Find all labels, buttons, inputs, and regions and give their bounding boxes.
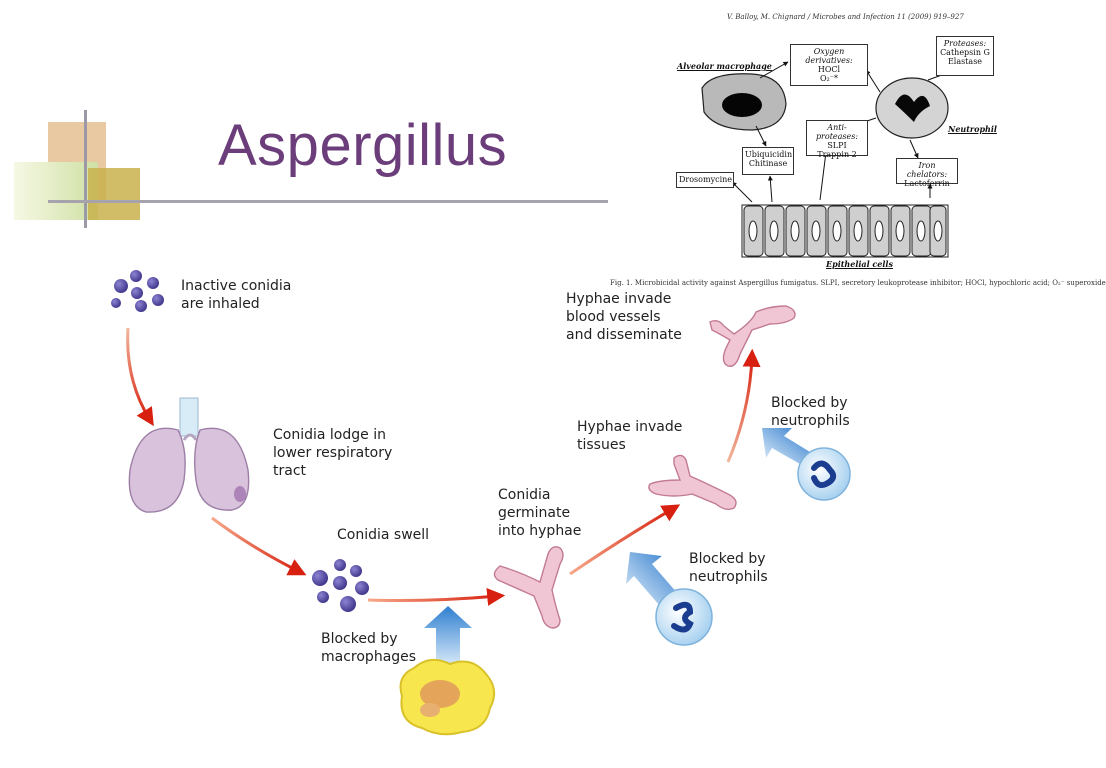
anti-proteases-box: Anti-proteases: SLPI Trappin 2 [806, 120, 868, 159]
swollen-conidia [312, 559, 369, 612]
step-lodge-label: Conidia lodge in lower respiratory tract [273, 427, 393, 479]
arrow-lung-to-swell [211, 516, 307, 576]
anti-proteases-line-1: SLPI [827, 141, 847, 150]
step-inhaled-label: Inactive conidia are inhaled [181, 278, 292, 312]
step-swell-label: Conidia swell [337, 527, 430, 543]
oxygen-derivatives-head: Oxygen derivatives: [805, 47, 853, 65]
oxygen-derivatives-line-1: HOCl [817, 65, 841, 74]
block-neutrophils-2-label: Blocked by neutrophils [771, 395, 850, 429]
anti-proteases-head: Anti-proteases: [815, 123, 859, 141]
block-arrow-neutrophils-2 [762, 428, 810, 464]
block-arrow-macrophages [424, 606, 472, 668]
proteases-box: Proteases: Cathepsin G Elastase [936, 36, 994, 76]
blood-hyphae [709, 305, 796, 367]
proteases-head: Proteases: [943, 39, 987, 48]
ubiquicidin-line-2: Chitinase [748, 159, 788, 168]
step-germinate-label: Conidia germinate into hyphae [498, 487, 582, 539]
arrow-tissues-to-blood [726, 348, 761, 463]
oxygen-derivatives-line-2: O₂⁻* [820, 74, 838, 83]
neutrophil-cell [875, 77, 949, 139]
iron-chelators-line-1: Lactoferrin [904, 179, 950, 188]
inhaled-conidia [111, 270, 164, 312]
tissue-hyphae [648, 454, 737, 511]
proteases-line-1: Cathepsin G [940, 48, 990, 57]
ubiquicidin-line-1: Ubiquicidin [745, 150, 793, 159]
block-macrophages-label: Blocked by macrophages [321, 631, 417, 665]
reference-caption: Fig. 1. Microbicidal activity against As… [610, 279, 1106, 287]
germinating-hyphae [493, 546, 564, 629]
slide-title: Aspergillus [218, 113, 508, 178]
alveolar-macrophage-label: Alveolar macrophage [677, 61, 772, 71]
neutrophil-label: Neutrophil [948, 124, 997, 134]
anti-proteases-line-2: Trappin 2 [817, 150, 857, 159]
drosomycine-label: Drosomycine [679, 175, 733, 184]
arrow-swell-to-germinate [367, 587, 506, 606]
block-neutrophils-1-label: Blocked by neutrophils [689, 551, 768, 585]
arrow-inhale-to-lung [126, 327, 154, 427]
oxygen-derivatives-box: Oxygen derivatives: HOCl O₂⁻* [790, 44, 868, 86]
macrophage-cell [399, 658, 496, 736]
alveolar-macrophage-cell [701, 73, 787, 131]
neutrophil-1 [655, 588, 713, 646]
reference-header: V. Balloy, M. Chignard / Microbes and In… [727, 13, 964, 21]
ubiquicidin-box: Ubiquicidin Chitinase [742, 147, 794, 175]
epithelial-cells-label: Epithelial cells [826, 259, 893, 269]
neutrophil-2 [797, 447, 851, 501]
reference-diagram [701, 61, 951, 258]
proteases-line-2: Elastase [947, 57, 983, 66]
iron-chelators-head: Iron chelators: [906, 161, 948, 179]
block-arrow-neutrophils-1 [626, 552, 678, 606]
iron-chelators-box: Iron chelators: Lactoferrin [896, 158, 958, 188]
title-ornament [0, 0, 140, 230]
lifecycle-diagram [111, 270, 851, 736]
drosomycine-box: Drosomycine [676, 172, 734, 188]
arrow-germinate-to-tissues [569, 504, 681, 576]
epithelial-cells-row [741, 204, 949, 258]
step-blood-label: Hyphae invade blood vessels and dissemin… [566, 291, 682, 343]
title-rule [48, 200, 608, 203]
lung-illustration [128, 397, 250, 513]
step-tissues-label: Hyphae invade tissues [577, 419, 683, 453]
